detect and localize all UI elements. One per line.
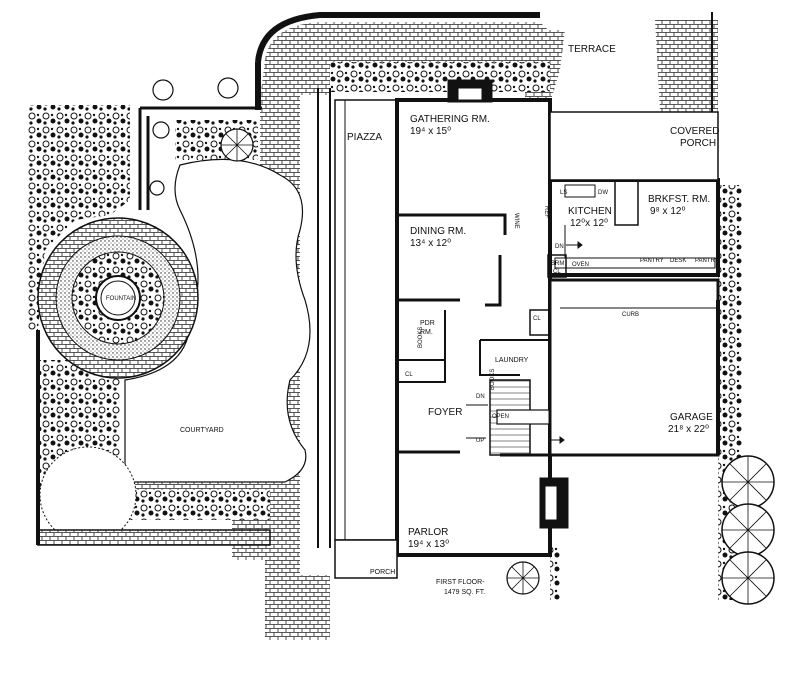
desk-label: DESK [670, 258, 686, 264]
closet-label-2: CL [533, 316, 541, 322]
wine-label: WINE [513, 213, 519, 229]
foyer-label: FOYER [428, 407, 462, 418]
garage-trees [721, 455, 775, 605]
parlor-dims: 19⁴ x 13⁰ [408, 539, 449, 550]
courtyard-label: COURTYARD [180, 427, 224, 434]
dishwasher-label: DW [598, 190, 608, 196]
up-label: UP [476, 438, 484, 444]
room-labels: PIAZZA TERRACE GATHERING RM. 19⁴ x 15⁰ C… [106, 44, 719, 576]
courtyard-lawn [124, 158, 311, 483]
floor-note-line-1: FIRST FLOOR- [436, 579, 485, 586]
covered-porch-label-2: PORCH [680, 138, 716, 149]
covered-porch-label-1: COVERED [670, 126, 719, 137]
piazza-label: PIAZZA [347, 132, 382, 143]
covered-porch [549, 111, 719, 181]
broom-closet-label-1: BRM [551, 261, 564, 267]
terrace-label: TERRACE [568, 44, 616, 55]
breakfast-room-dims: 9⁸ x 12⁰ [650, 206, 685, 217]
breakfast-room-label: BRKFST. RM. [648, 194, 710, 205]
pantry-label-2: PANTRY [695, 258, 719, 264]
parlor-label: PARLOR [408, 527, 448, 538]
garage-label: GARAGE [670, 412, 713, 423]
closet-label-1: CL [405, 372, 413, 378]
books-label-2: BOOKS [490, 369, 496, 390]
refrigerator-label: REF [543, 206, 549, 218]
dn-label-2: DN [476, 394, 485, 400]
trees [149, 77, 540, 595]
kitchen-wing [548, 178, 720, 277]
broom-closet-label-2: CL [553, 269, 561, 275]
powder-room-label-1: PDR [420, 320, 435, 327]
lazy-susan-label: LS [560, 190, 567, 196]
landscape-planting [28, 62, 742, 600]
pantry-label-1: PANTRY [640, 258, 664, 264]
piazza-deck [334, 99, 398, 541]
open-label: OPEN [492, 414, 509, 420]
curb-label: CURB [622, 312, 639, 318]
floor-note-line-2: 1479 SQ. FT. [444, 589, 485, 596]
dining-room-label: DINING RM. [410, 226, 466, 237]
dining-room-dims: 13⁴ x 12⁰ [410, 238, 451, 249]
round-lawn [39, 446, 137, 544]
fountain-garden [37, 217, 199, 379]
powder-room-label-2: RM. [420, 329, 433, 336]
gathering-room-label: GATHERING RM. [410, 114, 490, 125]
garage-dims: 21⁸ x 22⁰ [668, 424, 709, 435]
closets [529, 254, 567, 336]
small-labels: PANTRY DESK PANTRY OVEN CURB OPEN DN DN … [405, 190, 719, 444]
oven-label: OVEN [572, 262, 589, 268]
garage [548, 278, 720, 457]
fountain-label: FOUNTAIN [106, 296, 136, 302]
garden-walls [36, 12, 713, 548]
kitchen-label: KITCHEN [568, 206, 612, 217]
stair-arrows [466, 241, 583, 444]
kitchen-dims: 12⁰x 12⁰ [570, 218, 608, 229]
floor-note: FIRST FLOOR- 1479 SQ. FT. [436, 579, 485, 596]
porch-label: PORCH [370, 569, 395, 576]
dn-label-1: DN [555, 244, 564, 250]
gathering-room-dims: 19⁴ x 15⁰ [410, 126, 451, 137]
laundry-label: LAUNDRY [495, 357, 529, 364]
house-walls [334, 79, 569, 579]
books-label-1: BOOKS [418, 327, 424, 348]
